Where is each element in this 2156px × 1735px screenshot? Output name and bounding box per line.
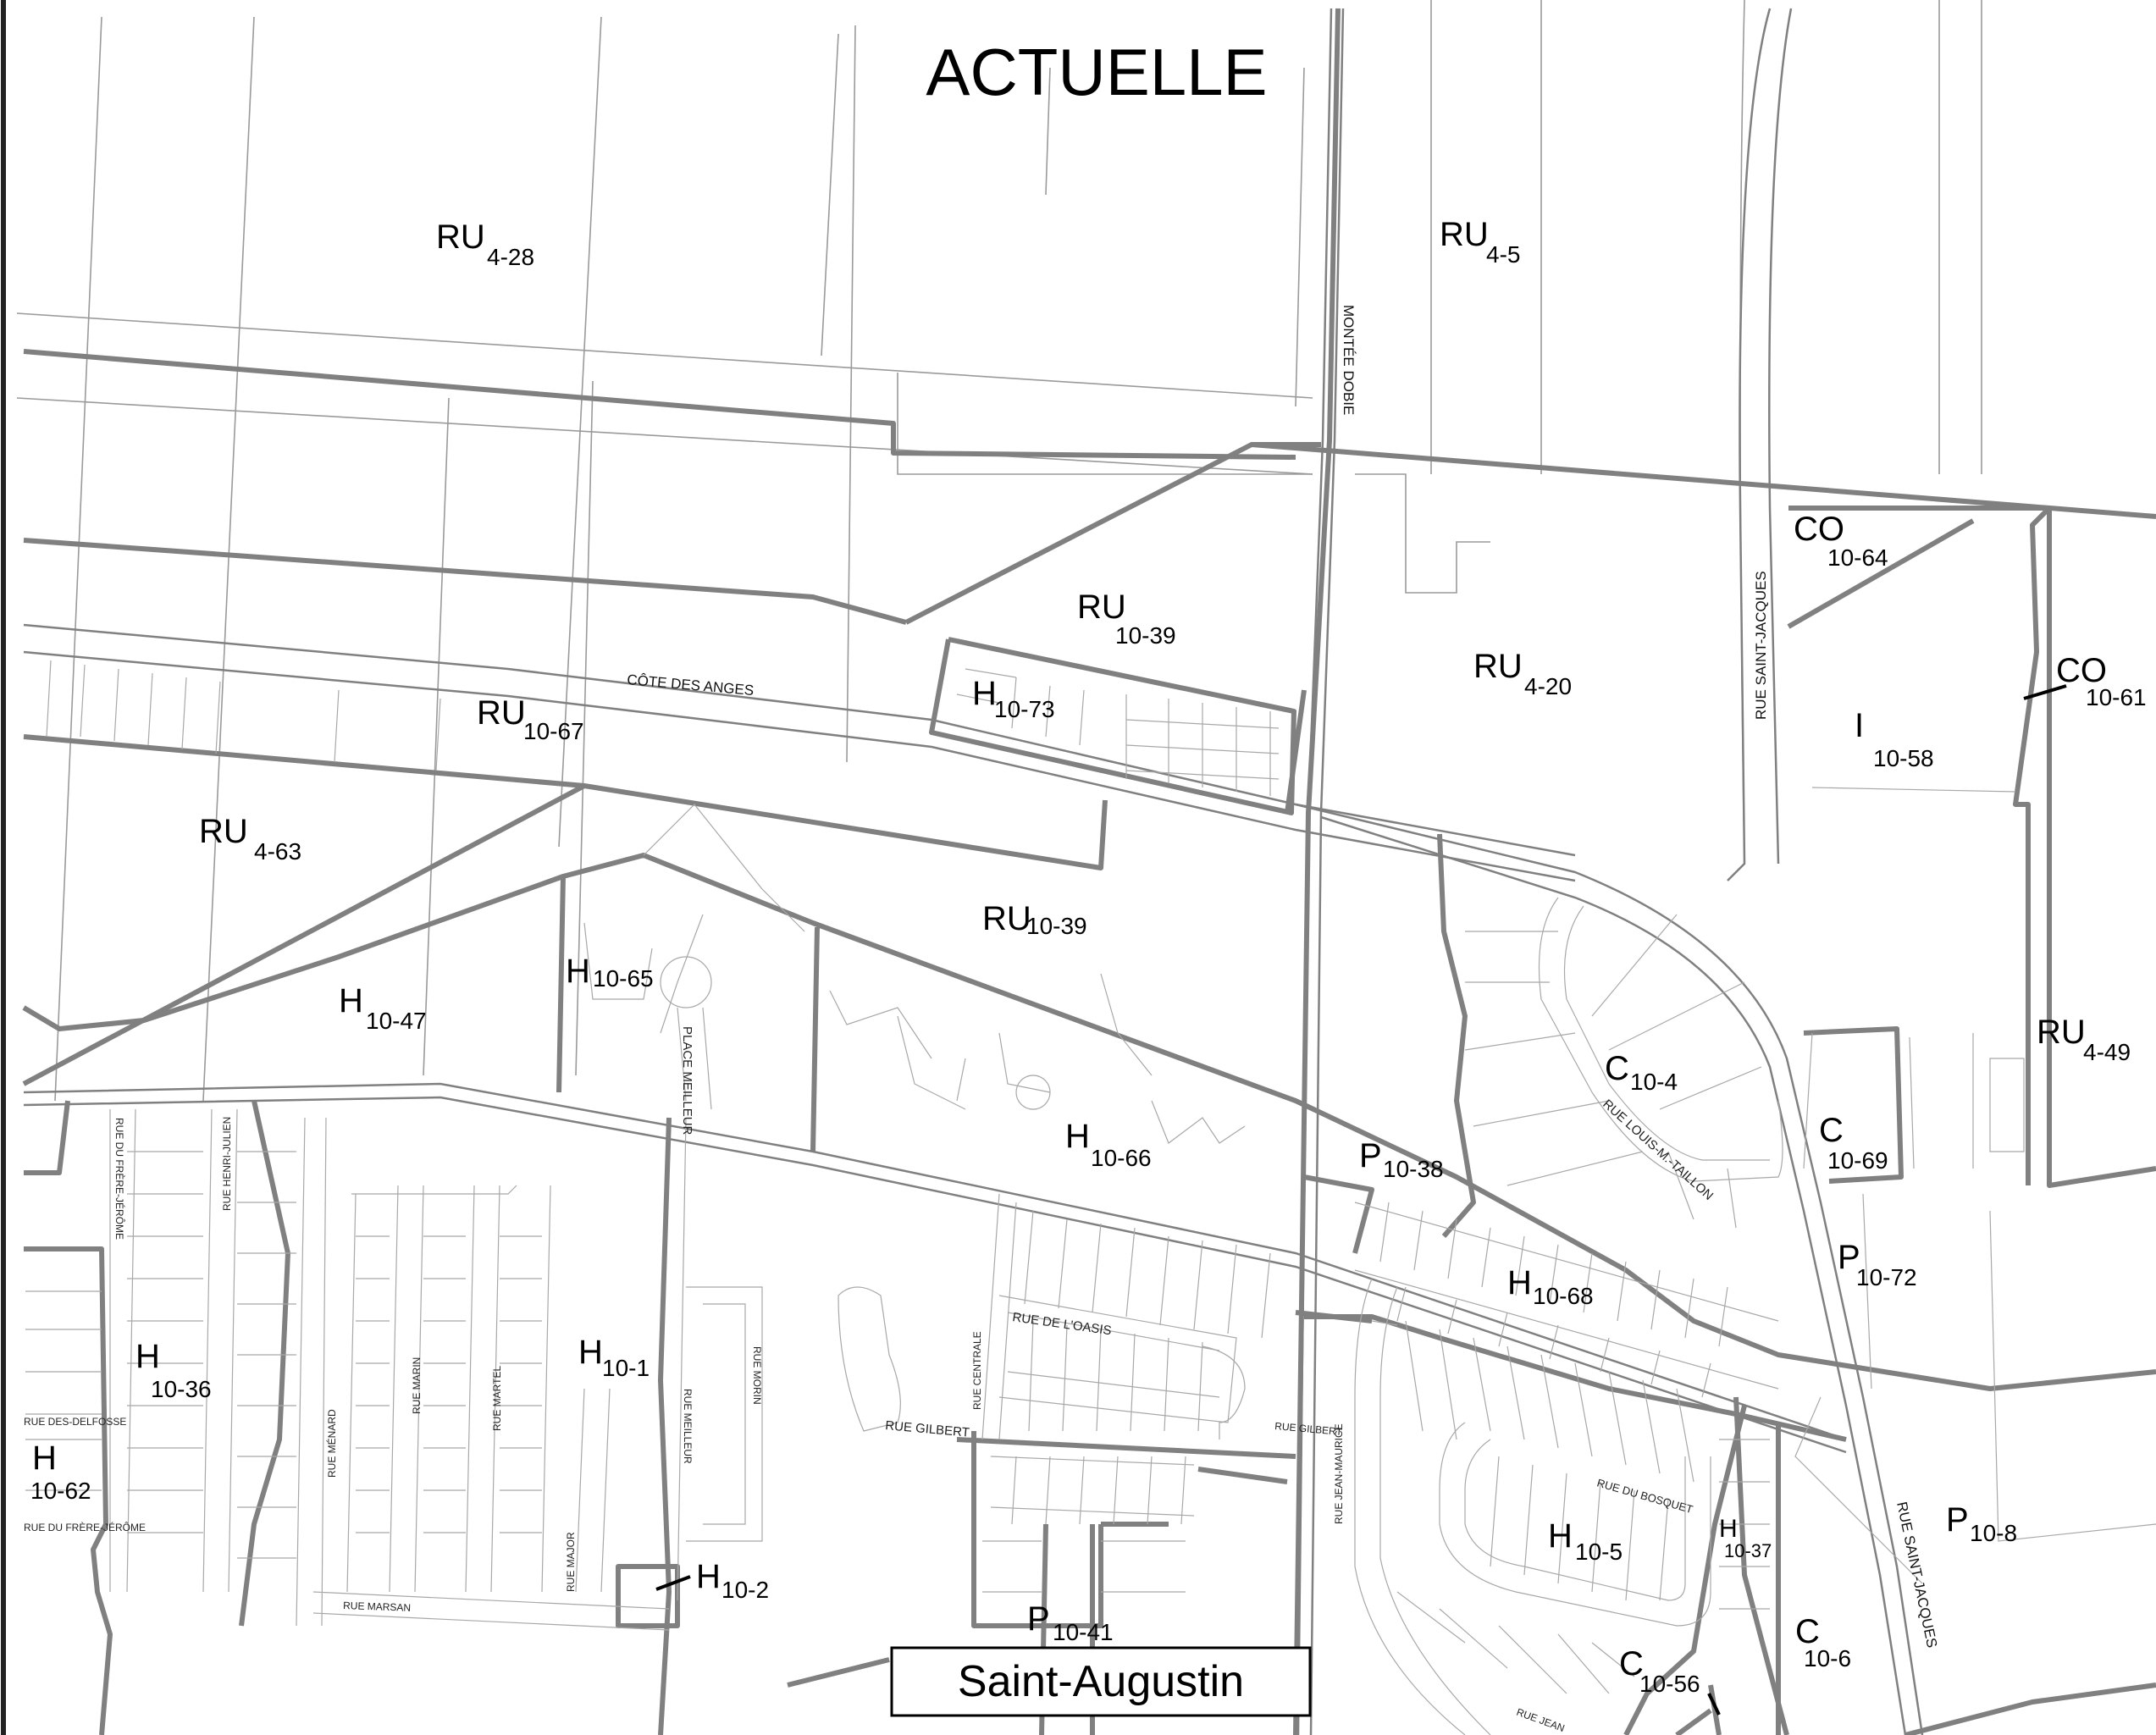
street-label: RUE DU FRÈRE-JÉRÔME xyxy=(24,1521,146,1533)
zone-code: H xyxy=(696,1558,721,1595)
zone-code: H xyxy=(339,982,363,1019)
zone-code: C xyxy=(1795,1613,1820,1650)
parcel-lines-north xyxy=(16,0,1982,1102)
zone-number: 10-58 xyxy=(1873,745,1934,771)
zone-number: 10-8 xyxy=(1970,1520,2017,1546)
street-label: MONTÉE DOBIE xyxy=(1341,305,1357,415)
zone-boundaries xyxy=(22,8,2156,1735)
zone-number: 10-68 xyxy=(1533,1283,1594,1309)
zone-code: H xyxy=(578,1334,603,1371)
zone-number: 10-38 xyxy=(1383,1156,1444,1182)
zone-number: 10-36 xyxy=(151,1376,212,1402)
zone-number: 10-67 xyxy=(523,718,584,744)
place-name: Saint-Augustin xyxy=(958,1657,1244,1706)
zone-code: P xyxy=(1027,1600,1050,1638)
street-label: RUE MARTEL xyxy=(491,1366,503,1431)
place-name-box: Saint-Augustin xyxy=(890,1646,1312,1717)
zone-code: C xyxy=(1819,1112,1844,1149)
zone-number: 10-73 xyxy=(994,696,1055,722)
zone-number: 10-39 xyxy=(1026,913,1087,939)
zone-code: RU xyxy=(2037,1014,2086,1051)
zone-number: 4-20 xyxy=(1524,673,1572,699)
zone-code: H xyxy=(972,675,997,712)
zone-number: 10-6 xyxy=(1804,1645,1851,1671)
zone-code: RU xyxy=(982,900,1031,937)
zone-number: 10-1 xyxy=(602,1355,650,1381)
zone-number: 10-5 xyxy=(1575,1539,1623,1565)
zone-code: P xyxy=(1359,1137,1382,1174)
street-label: RUE DU FRÈRE-JÉRÔME xyxy=(113,1118,126,1240)
street-label: RUE MARSAN xyxy=(343,1600,411,1614)
zone-code: C xyxy=(1605,1050,1629,1087)
zone-number: 10-56 xyxy=(1639,1671,1700,1697)
label-leaders xyxy=(655,684,2067,1716)
zone-number: 4-63 xyxy=(254,838,301,865)
street-label: RUE MARIN xyxy=(411,1357,423,1414)
parcel-grid-south xyxy=(25,660,2156,1735)
map-title: ACTUELLE xyxy=(926,35,1267,109)
zone-number: 10-39 xyxy=(1115,622,1176,649)
zone-number: 4-49 xyxy=(2083,1039,2131,1065)
zone-number: 10-66 xyxy=(1091,1145,1152,1171)
zone-number: 10-47 xyxy=(366,1008,427,1034)
zone-code: I xyxy=(1855,707,1864,744)
zone-code: RU xyxy=(199,813,248,850)
zone-number: 10-41 xyxy=(1053,1619,1114,1645)
street-label: RUE SAINT-JACQUES xyxy=(1753,571,1769,720)
zone-number: 10-69 xyxy=(1827,1147,1888,1174)
zone-code: H xyxy=(566,953,590,990)
street-label: RUE MORIN xyxy=(751,1346,763,1405)
zone-code: P xyxy=(1838,1239,1860,1276)
street-label: RUE DES-DELFOSSE xyxy=(24,1416,126,1428)
zone-code: H xyxy=(32,1439,57,1477)
zone-number: 4-5 xyxy=(1486,241,1520,268)
zone-code: C xyxy=(1619,1645,1644,1683)
rue-saint-jacques-north xyxy=(1727,8,1793,881)
street-label: PLACE MEILLEUR xyxy=(680,1026,694,1135)
zone-number: 4-28 xyxy=(487,244,534,270)
street-label: RUE CENTRALE xyxy=(971,1331,983,1410)
zone-number: 10-61 xyxy=(2086,684,2147,710)
street-label: RUE MEILLEUR xyxy=(682,1389,694,1464)
zone-code: CO xyxy=(2056,652,2107,689)
zone-number: 10-2 xyxy=(721,1577,769,1603)
zone-code: H xyxy=(1507,1264,1532,1301)
zone-number: 10-62 xyxy=(30,1478,91,1504)
zone-code: CO xyxy=(1794,511,1844,548)
zone-code: H xyxy=(1548,1517,1573,1555)
street-label: RUE MAJOR xyxy=(565,1532,577,1592)
zone-code: H xyxy=(1065,1118,1090,1155)
zone-number: 10-4 xyxy=(1630,1069,1678,1095)
street-label: RUE HENRI-JULIEN xyxy=(221,1117,233,1211)
zone-number: 10-64 xyxy=(1827,544,1888,571)
zone-number: 10-72 xyxy=(1856,1264,1917,1290)
zone-code: RU xyxy=(436,218,485,256)
zone-code: H xyxy=(1719,1515,1738,1543)
rue-saint-jacques-south xyxy=(1295,803,1924,1735)
zone-code: RU xyxy=(1473,648,1523,685)
zone-number: 10-65 xyxy=(593,965,654,992)
zone-code: H xyxy=(135,1338,160,1375)
street-label: RUE JEAN-MAURICE xyxy=(1333,1423,1345,1524)
zone-code: RU xyxy=(477,694,526,732)
zone-number: 10-37 xyxy=(1724,1540,1772,1561)
street-label: RUE GILBERT xyxy=(1274,1420,1343,1438)
street-label: RUE MÉNARD xyxy=(325,1409,338,1478)
zone-code: P xyxy=(1946,1501,1969,1539)
zone-code: RU xyxy=(1440,216,1489,253)
zone-code: RU xyxy=(1077,588,1126,626)
